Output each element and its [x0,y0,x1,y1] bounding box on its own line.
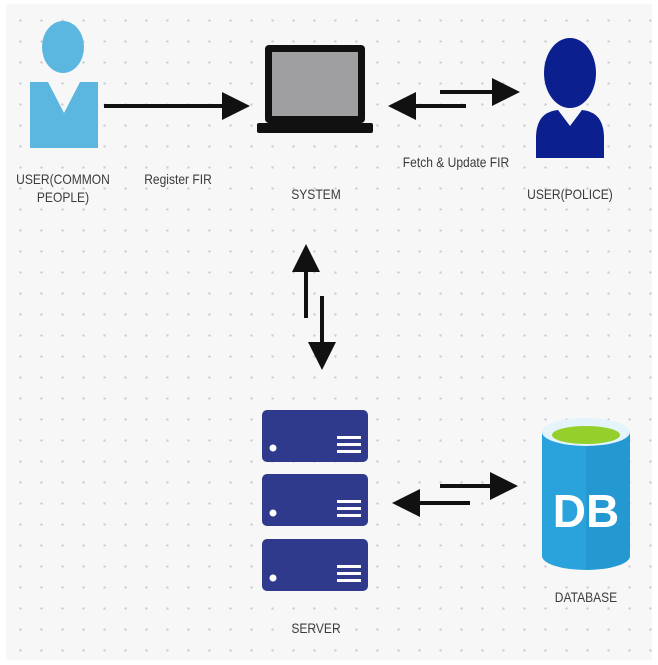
arrows [104,78,520,517]
user-police-label: USER(POLICE) [527,186,613,202]
system-label: SYSTEM [291,186,341,202]
user-police-icon [536,38,604,158]
register-fir-label: Register FIR [144,171,212,187]
laptop-icon [257,45,373,133]
user-common-label: USER(COMMON PEOPLE) [16,171,110,205]
server-icon [262,410,368,591]
database-label: DATABASE [554,589,618,605]
fetch-update-fir-label: Fetch & Update FIR [402,154,510,170]
database-icon: DB [542,418,630,570]
server-label: SERVER [291,620,341,636]
database-icon-text: DB [553,485,619,537]
user-common-icon [30,21,98,148]
